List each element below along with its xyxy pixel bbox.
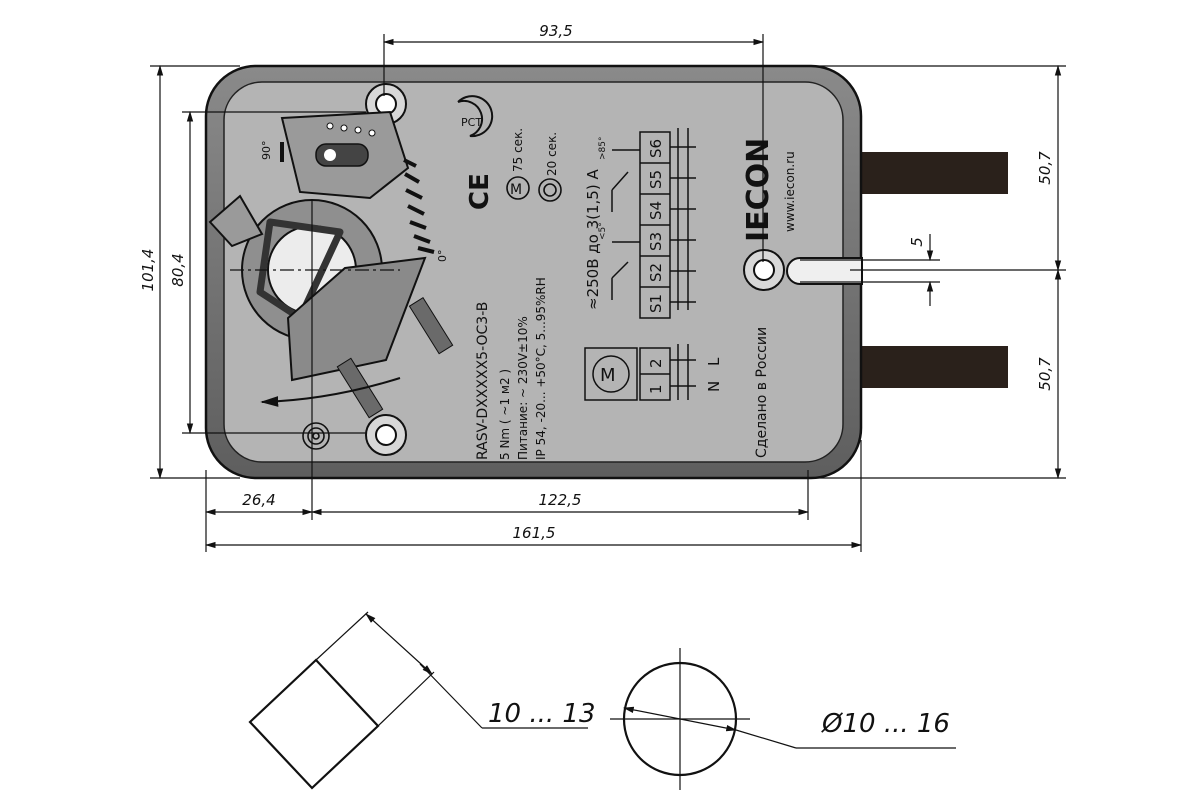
phase-N-label: N: [705, 381, 723, 392]
svg-text:РСТ: РСТ: [461, 116, 482, 129]
dim-right-lower: 50,7: [1036, 357, 1054, 391]
square-shaft-range: 10 ... 13: [488, 699, 596, 729]
s3-label: S3: [647, 232, 665, 251]
round-shaft-section: [610, 648, 956, 790]
model-label: RASV-DXXXXX5-OC3-B: [475, 302, 491, 460]
svg-text:M: M: [510, 182, 522, 198]
torque-label: 5 Nm ( ~1 м2 ): [498, 369, 512, 460]
nameplate-text: RASV-DXXXXX5-OC3-B 5 Nm ( ~1 м2 ) Питани…: [475, 277, 548, 460]
round-shaft-range: Ø10 ... 16: [821, 709, 950, 739]
switch-rating-label: ≈250В до 3(1,5) А: [584, 169, 602, 310]
dim-center-length: 122,5: [539, 491, 582, 509]
cable-upper: [850, 152, 1008, 194]
motor-time-icon: M: [506, 176, 530, 200]
spring-time-label: 20 сек.: [545, 132, 559, 176]
pos-5-label: <5°: [598, 222, 608, 240]
dim-height-total: 101,4: [139, 249, 157, 292]
cable-lower: [850, 346, 1008, 388]
terminal-2-label: 2: [647, 358, 665, 368]
switch-terminal-table: ≈250В до 3(1,5) А >85° <5° S6 S5 S4 S3 S…: [584, 128, 696, 319]
protection-label: IP 54, -20... +50°C, 5...95%RH: [534, 277, 548, 460]
mounting-hole-bottom: [365, 414, 407, 456]
pos-85-label: >85°: [598, 137, 608, 161]
dim-width-top: 93,5: [539, 22, 572, 40]
s5-label: S5: [647, 170, 665, 189]
angle-0-label: 0°: [436, 250, 449, 263]
ce-mark: CE: [465, 173, 495, 210]
dim-right-upper: 50,7: [1036, 151, 1054, 185]
website-label: www.iecon.ru: [783, 151, 797, 232]
motor-wiring: M 2 1 L N: [584, 344, 723, 401]
angle-90-label: 90°: [260, 141, 273, 161]
supply-label: Питание: ~ 230V±10%: [516, 316, 530, 460]
terminal-1-label: 1: [647, 384, 665, 394]
dim-height-holes: 80,4: [169, 253, 187, 286]
s6-label: S6: [647, 139, 665, 158]
brand-logo: IECON: [741, 138, 776, 242]
s4-label: S4: [647, 201, 665, 220]
phase-L-label: L: [705, 357, 723, 366]
mounting-hole-right: [743, 249, 785, 291]
motor-time-label: 75 сек.: [511, 128, 525, 172]
square-shaft-section: [248, 611, 588, 790]
pct-mark-icon: РСТ: [457, 95, 494, 138]
dim-slot: 5: [908, 237, 926, 247]
dim-total-length: 161,5: [513, 524, 556, 542]
position-dial: 90° 0°: [260, 110, 449, 263]
dim-left-offset: 26,4: [242, 491, 275, 509]
s2-label: S2: [647, 263, 665, 282]
dimension-lines: [150, 34, 1066, 552]
made-in-label: Сделано в России: [754, 327, 770, 458]
s1-label: S1: [647, 294, 665, 313]
svg-text:M: M: [600, 365, 616, 386]
spring-time-icon: [538, 178, 562, 202]
